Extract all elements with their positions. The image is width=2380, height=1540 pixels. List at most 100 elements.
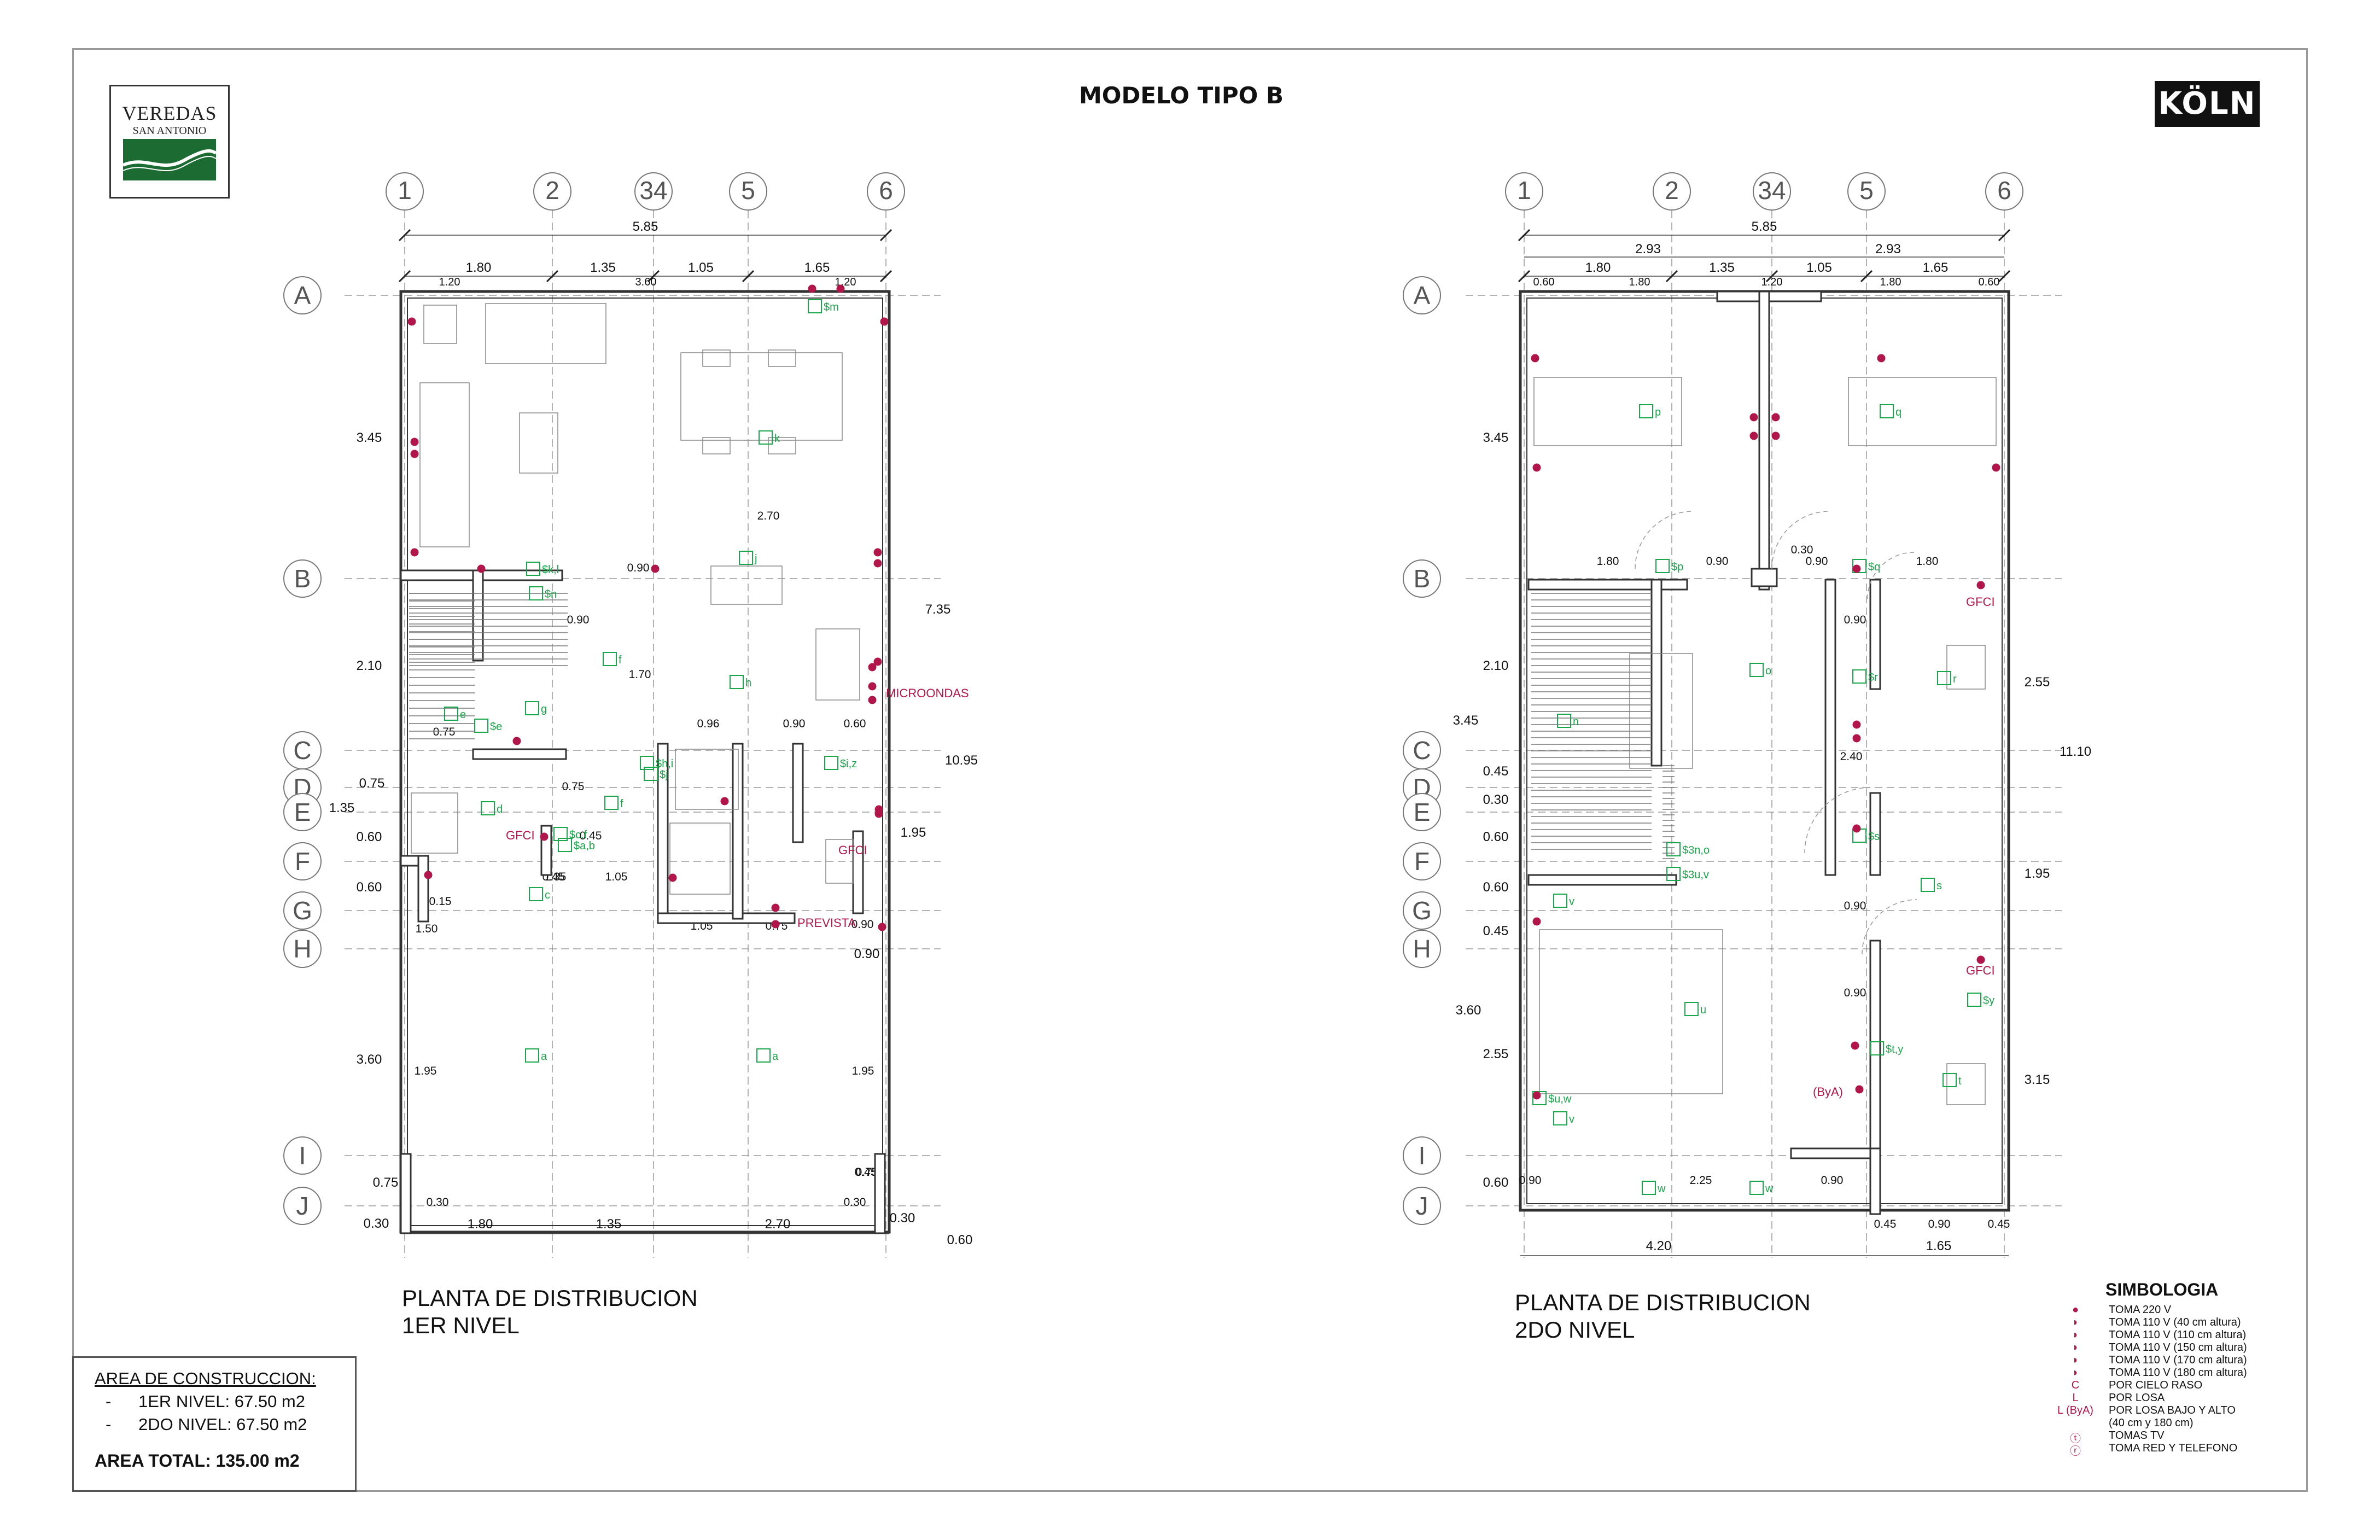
legend-row: ◗TOMA 110 V (180 cm altura) [2051, 1367, 2280, 1380]
grid-axis-number: 34 [639, 176, 667, 205]
dimension-right: 11.10 [2060, 744, 2091, 759]
outlet-icon [880, 317, 889, 326]
switch-label: $h,i [656, 758, 673, 770]
furniture [423, 305, 457, 344]
grid-bubble [1985, 172, 2023, 211]
dimension-interior: 0.90 [1519, 1174, 1542, 1187]
light-fixture-icon [756, 1048, 771, 1063]
outlet-icon [873, 548, 882, 557]
switch-label: f [619, 654, 622, 666]
outlet-icon [1749, 413, 1758, 422]
grid-axis-number: 2 [1665, 176, 1679, 205]
tv-outlet-icon: ⓣ [2070, 1433, 2081, 1445]
dimension-tick [742, 270, 755, 283]
legend-row: ◗TOMA 110 V (150 cm altura) [2051, 1341, 2280, 1355]
outlet-icon [1852, 564, 1861, 573]
legend-row: L (ByA)POR LOSA BAJO Y ALTO [2051, 1404, 2280, 1418]
furniture [669, 822, 731, 895]
interior-wall [1869, 940, 1881, 1182]
dimension-left: 0.60 [357, 830, 382, 844]
dimension-right: 10.95 [945, 753, 978, 768]
light-fixture-icon [525, 701, 539, 715]
light-fixture-icon [525, 1048, 539, 1063]
dimension-tick [546, 270, 559, 283]
dimension-half: 2.93 [1875, 242, 1901, 256]
dimension-segment: 1.65 [1923, 260, 1949, 275]
furniture [519, 412, 558, 474]
furniture [825, 839, 854, 884]
light-fixture-icon [1942, 1073, 1957, 1087]
switch-label: n [1573, 716, 1579, 728]
switch-label: $r [1868, 672, 1878, 684]
light-fixture-icon [1666, 867, 1681, 881]
dimension-bottom: 1.65 [1926, 1239, 1952, 1253]
grid-axis-letter: G [1412, 896, 1432, 925]
dimension-interior: 1.05 [605, 871, 628, 883]
interior-wall [400, 1153, 412, 1234]
switch-label: k [774, 433, 780, 445]
area-row-1: 1ER NIVEL: 67.50 m2 [138, 1392, 305, 1411]
dimension-left: 3.60 [1456, 1003, 1481, 1018]
outlet-110v-icon: ◗ [2072, 1341, 2079, 1354]
grid-axis-letter: I [299, 1141, 306, 1170]
legend-text: TOMA RED Y TELEFONO [2109, 1442, 2238, 1454]
dimension-segment: 1.65 [804, 260, 830, 275]
grid-axis-letter: H [293, 935, 311, 963]
dimension-right: 0.90 [854, 947, 880, 961]
outlet-icon [1976, 581, 1985, 590]
dimension-tick [1765, 270, 1778, 283]
dimension-interior: 0.30 [844, 1196, 866, 1209]
legend-row: ◗TOMA 110 V (110 cm altura) [2051, 1329, 2280, 1342]
outlet-icon [540, 832, 549, 841]
switch-label: c [545, 889, 550, 901]
dimension-interior: 1.80 [1597, 555, 1619, 568]
grid-bubble [1403, 1136, 1441, 1175]
legend-text: TOMA 110 V (40 cm altura) [2109, 1316, 2241, 1328]
interior-wall [1650, 579, 1662, 767]
dimension-interior: 0.75 [562, 780, 585, 793]
grid-bubble [283, 891, 322, 930]
light-fixture-icon [529, 586, 543, 600]
outlet-110v-icon: ◗ [2072, 1354, 2079, 1366]
switch-label: $3u,v [1682, 869, 1709, 881]
grid-bubble [1753, 172, 1791, 211]
grid-axis-letter: A [1414, 281, 1431, 310]
dimension-left: 0.60 [357, 880, 382, 895]
furniture [710, 565, 783, 605]
light-fixture-icon [481, 801, 495, 815]
dimension-segment: 1.05 [688, 260, 714, 275]
grid-bubble [283, 1187, 322, 1225]
outlet-icon [1877, 354, 1886, 363]
dimension-bottom: 4.20 [1646, 1239, 1672, 1253]
outlet-icon [873, 657, 882, 666]
dimension-segment: 1.05 [1806, 260, 1832, 275]
dimension-tick [1518, 229, 1531, 242]
dimension-interior: 0.90 [851, 918, 874, 931]
grid-axis-letter: F [295, 847, 310, 876]
switch-label: j [754, 553, 757, 565]
interior-wall [1869, 579, 1881, 690]
outlet-icon [868, 682, 877, 691]
switch-label: $c,f [569, 829, 587, 841]
outlet-icon [1976, 955, 1985, 964]
veredas-logo-band [122, 139, 217, 180]
switch-label: v [1569, 896, 1574, 908]
grid-axis-letter: J [1416, 1192, 1428, 1220]
network-phone-outlet-icon: ⓡ [2070, 1445, 2081, 1457]
outlet-icon [771, 903, 780, 912]
dimension-left: 2.10 [1483, 658, 1509, 673]
dimension-subsegment: 0.60 [1533, 276, 1555, 288]
dimension-interior: 0.75 [433, 726, 456, 738]
dimension-interior: 2.40 [1840, 750, 1863, 763]
switch-label: r [1953, 673, 1957, 685]
interior-wall [472, 748, 567, 760]
light-fixture-icon [1639, 404, 1653, 418]
dimension-right: 7.35 [925, 602, 951, 617]
interior-wall [1790, 1147, 1871, 1159]
construction-area-table: AREA DE CONSTRUCCION: - 1ER NIVEL: 67.50… [72, 1356, 357, 1492]
dimension-left: 0.45 [1483, 924, 1509, 938]
switch-label: t [1958, 1075, 1962, 1087]
light-fixture-icon [474, 719, 488, 733]
